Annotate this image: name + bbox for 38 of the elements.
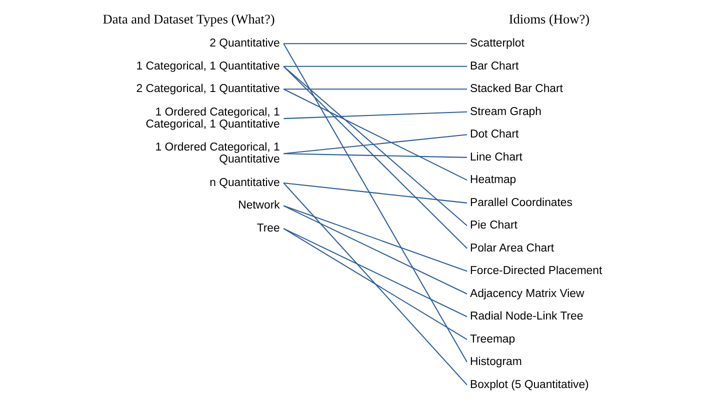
node-text: Adjacency Matrix View <box>469 288 584 300</box>
node-text: Heatmap <box>469 174 516 186</box>
connector <box>283 182 467 204</box>
node-text: Force-Directed Placement <box>469 265 602 278</box>
node-text: 2 Categorical, 1 Quantitative <box>136 83 280 96</box>
connector <box>282 228 467 340</box>
node-text: Bar Chart <box>469 60 518 72</box>
connector <box>283 43 467 44</box>
node-text: Tree <box>256 222 280 234</box>
connector <box>282 182 468 386</box>
connector <box>282 205 467 294</box>
node-text: Line Chart <box>469 151 522 164</box>
node-text: Radial Node-Link Tree <box>469 310 583 323</box>
node-text: Parallel Coordinates <box>469 196 572 209</box>
node-text: n Quantitative <box>209 176 280 189</box>
label: Idioms (How?) <box>508 11 590 26</box>
node-text: 2 Quantitative <box>209 38 280 50</box>
connector <box>283 153 467 158</box>
node-text: 1 Ordered Categorical, 1 Categorical, 1 Quantitative <box>145 106 280 131</box>
node-text: Polar Area Chart <box>469 242 554 254</box>
node-text: Pie Chart <box>469 220 517 232</box>
connector <box>282 205 467 272</box>
node-text: 1 Ordered Categorical, 1 Quantitative <box>154 141 280 166</box>
node-text: Histogram <box>469 356 522 368</box>
node-text: Dot Chart <box>469 128 518 141</box>
connector <box>282 43 468 363</box>
connector <box>283 111 467 120</box>
node-text: 1 Categorical, 1 Quantitative <box>136 60 280 72</box>
node-text: Treemap <box>469 333 515 346</box>
node-text: Stacked Bar Chart <box>469 83 562 96</box>
node-text: Network <box>238 200 280 212</box>
node-text: Scatterplot <box>469 38 524 50</box>
connector <box>282 88 467 181</box>
connector <box>283 66 467 67</box>
connector <box>283 88 467 90</box>
node-text: Stream Graph <box>469 106 541 118</box>
node-text: Boxplot (5 Quantitative) <box>469 378 588 391</box>
label: Data and Dataset Types (What?) <box>102 11 274 26</box>
